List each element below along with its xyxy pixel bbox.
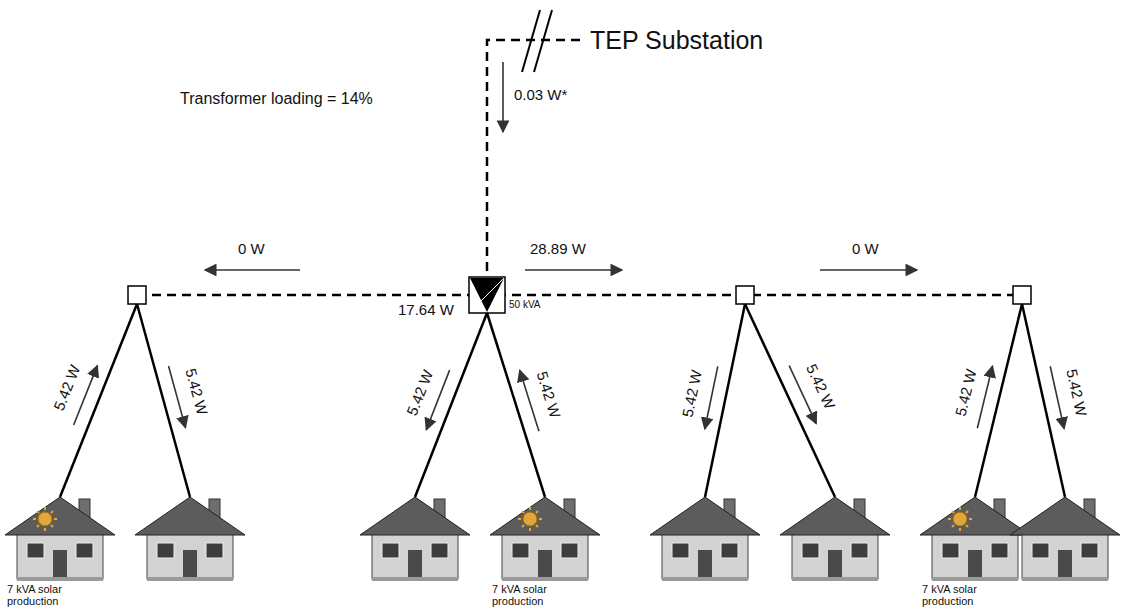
service-drop: [705, 304, 745, 497]
loading-note: Transformer loading = 14%: [178, 90, 375, 108]
flow-arrow: [705, 366, 718, 429]
power-flow-value: 5.42 W: [951, 365, 980, 419]
service-drop: [415, 313, 487, 497]
power-flow-value: 0 W: [236, 240, 267, 257]
service-drop: [975, 304, 1022, 497]
power-flow-value: 5.42 W: [49, 361, 84, 415]
flow-arrow: [1050, 366, 1064, 428]
power-flow-value: 5.42 W: [181, 364, 211, 418]
power-flow-value: 17.64 W: [396, 301, 456, 318]
solar-note: 7 kVA solar production: [5, 584, 101, 607]
substation-label: TEP Substation: [588, 26, 765, 55]
power-flow-value: 0 W: [850, 240, 881, 257]
solar-note: 7 kVA solar production: [490, 584, 586, 607]
service-drop: [60, 304, 137, 497]
power-flow-value: 5.42 W: [1063, 366, 1091, 420]
rating-label: 50 kVA: [507, 299, 543, 311]
pole-box: [128, 286, 1031, 304]
power-flow-value: 28.89 W: [528, 240, 588, 257]
power-flow-value: 5.42 W: [532, 368, 564, 422]
feeder-line: [137, 40, 1022, 295]
service-drop: [1022, 304, 1065, 497]
power-flow-value: 5.42 W: [678, 367, 705, 421]
house-icons: [5, 497, 1120, 581]
service-drop: [137, 304, 190, 497]
power-flow-value: 5.42 W: [402, 365, 437, 419]
flow-arrow: [977, 366, 992, 428]
transformer-symbol: [469, 277, 505, 313]
service-drop: [487, 313, 545, 497]
solar-note: 7 kVA solar production: [920, 584, 1016, 607]
power-flow-value: 0.03 W*: [512, 86, 569, 103]
break-mark: [522, 10, 552, 72]
